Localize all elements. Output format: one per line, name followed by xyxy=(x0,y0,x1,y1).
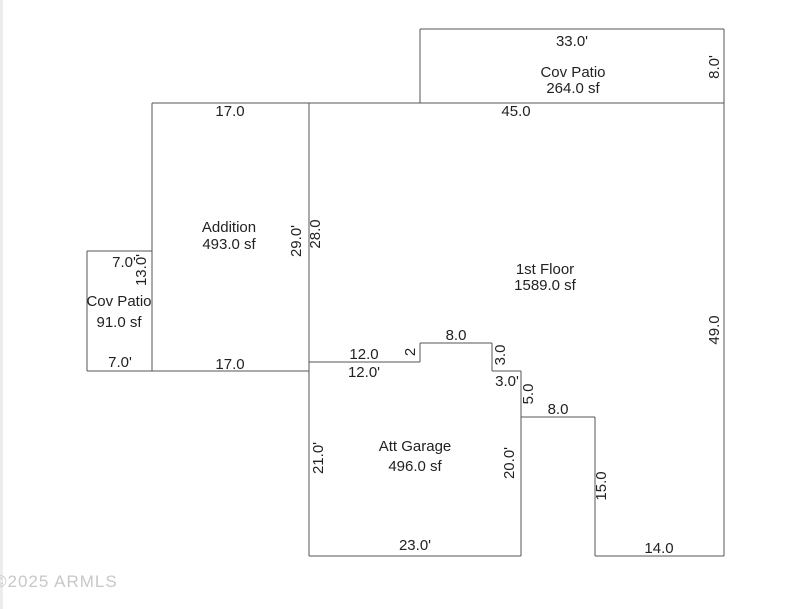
room-name: Att Garage xyxy=(379,438,452,455)
room-name: 1st Floor xyxy=(516,261,574,278)
dimension-label: 21.0' xyxy=(310,442,327,474)
dimension-label: 28.0 xyxy=(307,219,324,248)
dimension-label: 3.0 xyxy=(492,345,509,366)
dimension-label: 12.0' xyxy=(348,364,380,381)
dimension-label: 20.0' xyxy=(501,447,518,479)
room-area: 493.0 sf xyxy=(202,236,256,253)
left-edge xyxy=(0,0,3,609)
room-area: 91.0 sf xyxy=(96,314,142,331)
room-name: Addition xyxy=(202,219,256,236)
dimension-label: 14.0 xyxy=(644,540,673,557)
room-name: Cov Patio xyxy=(540,64,605,81)
dimension-label: 8.0 xyxy=(548,401,569,418)
dimension-label: 17.0 xyxy=(215,356,244,373)
dimension-label: 5.0 xyxy=(520,384,537,405)
dimension-label: 49.0 xyxy=(706,315,723,344)
watermark: ©2025 ARMLS xyxy=(0,572,118,591)
room-area: 264.0 sf xyxy=(546,80,600,97)
dimension-label: 12.0 xyxy=(349,346,378,363)
dimension-label: 23.0' xyxy=(399,537,431,554)
room-area: 1589.0 sf xyxy=(514,277,577,294)
room-name: Cov Patio xyxy=(86,293,151,310)
dimension-label: 45.0 xyxy=(501,103,530,120)
dimension-label: 2 xyxy=(402,348,419,356)
dimension-label: 7.0' xyxy=(108,354,132,371)
dimension-label: 33.0' xyxy=(556,33,588,50)
dimension-label: 29.0' xyxy=(288,225,305,257)
room-area: 496.0 sf xyxy=(388,458,442,475)
dimension-label: 7.0' xyxy=(112,254,136,271)
dimension-label: 3.0' xyxy=(495,373,519,390)
dimension-label: 8.0 xyxy=(446,327,467,344)
dimension-label: 8.0' xyxy=(706,55,723,79)
dimension-label: 17.0 xyxy=(215,103,244,120)
dimension-label: 15.0 xyxy=(593,471,610,500)
walls xyxy=(86,28,725,557)
dimension-label: 13.0' xyxy=(133,254,150,286)
